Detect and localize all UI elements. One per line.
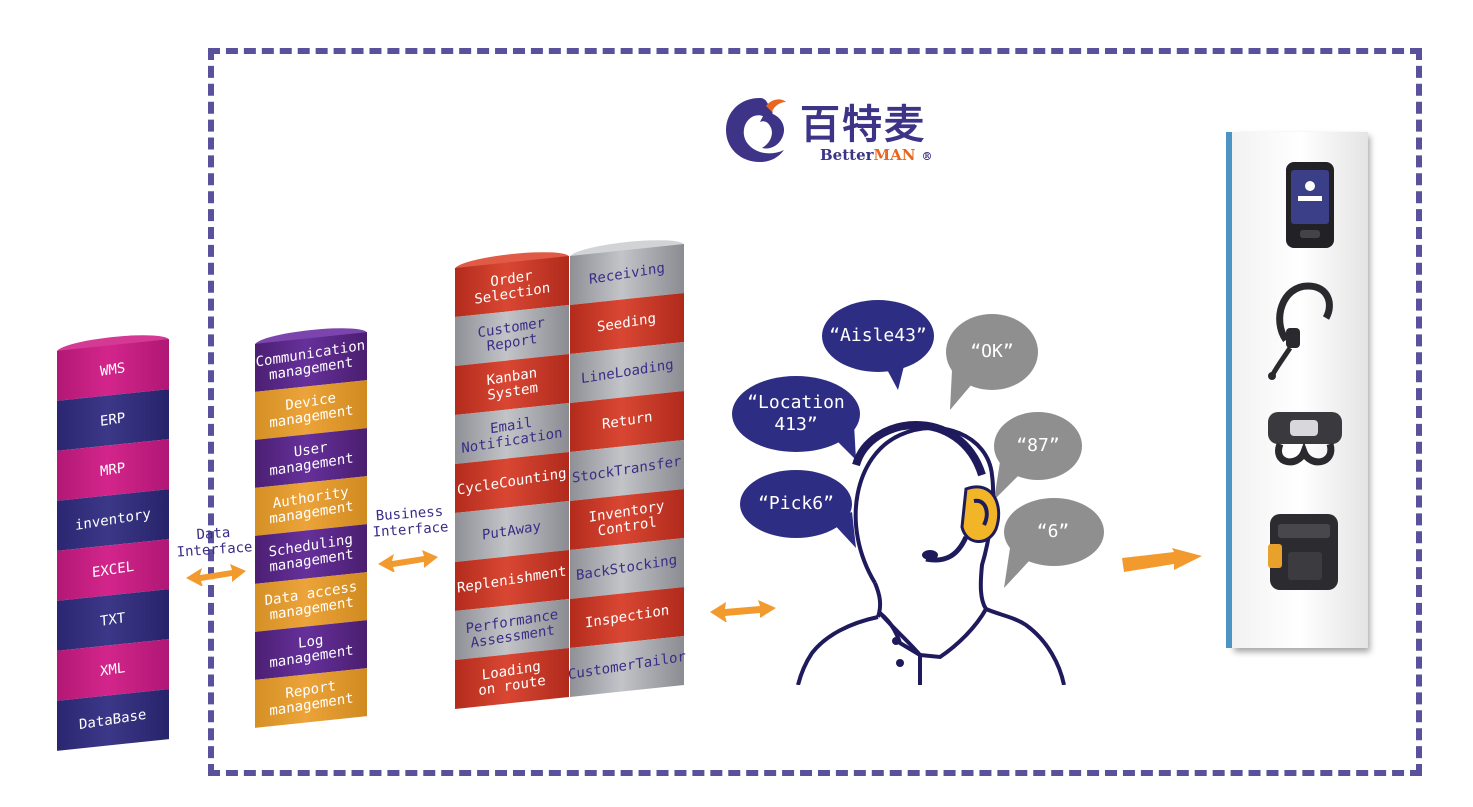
speech-bubble-ok: “OK” xyxy=(946,314,1038,410)
speech-bubble-location: “Location 413” xyxy=(732,376,862,466)
speech-bubble-pick: “Pick6” xyxy=(740,470,856,550)
speech-bubble-pick-text: “Pick6” xyxy=(758,493,834,514)
logo-registered-mark: ® xyxy=(921,150,933,163)
business-interface-label: Business Interface xyxy=(372,503,449,541)
functions-left-column: Order Selection Customer Report Kanban S… xyxy=(455,248,569,709)
speech-bubble-location-shape xyxy=(732,376,860,460)
management-column: Communication management Device manageme… xyxy=(255,324,367,728)
speech-bubble-ok-text: “OK” xyxy=(970,341,1014,362)
speech-bubble-pick-shape xyxy=(740,470,856,548)
speech-bubble-6-text: “6” xyxy=(1036,521,1070,542)
system-boundary-frame xyxy=(208,48,1422,776)
logo-brand-name: BetterMAN ® xyxy=(820,146,932,164)
speech-bubble-6-shape xyxy=(1004,498,1104,588)
mobile-printer-icon xyxy=(1268,514,1338,590)
logo-brand-prefix: Better xyxy=(820,146,874,164)
device-panel xyxy=(1232,132,1368,648)
speech-bubble-6: “6” xyxy=(1002,498,1104,588)
operator-with-headset-icon xyxy=(796,421,1066,685)
logo-brand-suffix: MAN xyxy=(873,146,916,164)
ring-scanner-icon xyxy=(1268,412,1342,466)
data-sources-column: WMS ERP MRP inventory EXCEL TXT XML Data… xyxy=(57,331,169,751)
logo-chinese-name: 百特麦 xyxy=(800,102,926,148)
speech-bubble-87: “87” xyxy=(994,412,1082,500)
betterman-logo-icon xyxy=(726,98,786,162)
arrow-right-icon xyxy=(1122,548,1202,572)
speech-bubble-location-text: “Location 413” xyxy=(747,392,845,435)
speech-bubble-ok-shape xyxy=(946,314,1038,410)
speech-bubble-aisle-text: “Aisle43” xyxy=(829,325,927,346)
data-source-database: DataBase xyxy=(57,689,169,751)
functions-right-column: Receiving Seeding LineLoading Return Sto… xyxy=(568,236,686,697)
arrow-left-right-icon xyxy=(710,600,776,622)
betterman-logo: 百特麦 BetterMAN ® xyxy=(722,92,962,172)
arrow-left-right-icon xyxy=(378,550,438,572)
mobile-terminal-icon xyxy=(1286,162,1334,248)
arrow-left-right-icon xyxy=(186,564,246,586)
speech-bubble-87-text: “87” xyxy=(1016,435,1060,456)
wearable-headset-icon xyxy=(1268,282,1333,380)
speech-bubble-aisle-shape xyxy=(822,300,934,390)
data-interface-label: Data Interface xyxy=(176,524,253,561)
speech-bubble-87-shape xyxy=(994,412,1082,500)
speech-bubble-aisle: “Aisle43” xyxy=(822,300,934,390)
